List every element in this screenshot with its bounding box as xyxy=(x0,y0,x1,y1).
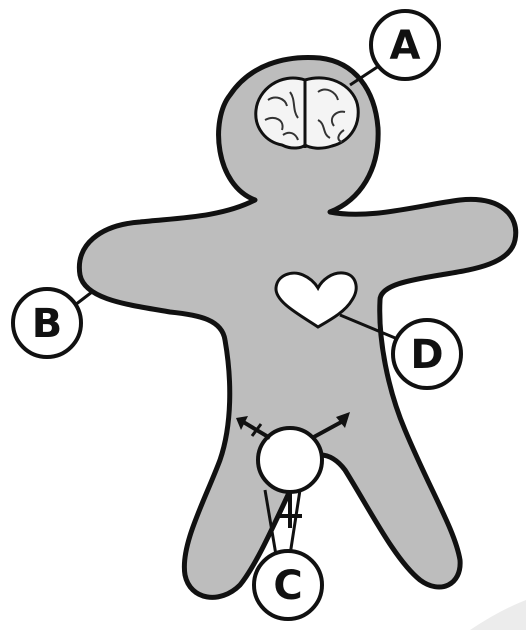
callout-d-label: D xyxy=(410,332,443,378)
callout-c: C xyxy=(254,551,322,619)
callout-a-label: A xyxy=(390,23,421,69)
callout-c-label: C xyxy=(273,563,302,609)
corner-shadow xyxy=(470,600,526,630)
callout-d: D xyxy=(393,320,461,388)
callout-b-label: B xyxy=(32,301,63,347)
callout-b: B xyxy=(13,289,81,357)
brain-icon xyxy=(256,78,358,148)
leader-line-b xyxy=(75,292,92,305)
callout-a: A xyxy=(371,11,439,79)
